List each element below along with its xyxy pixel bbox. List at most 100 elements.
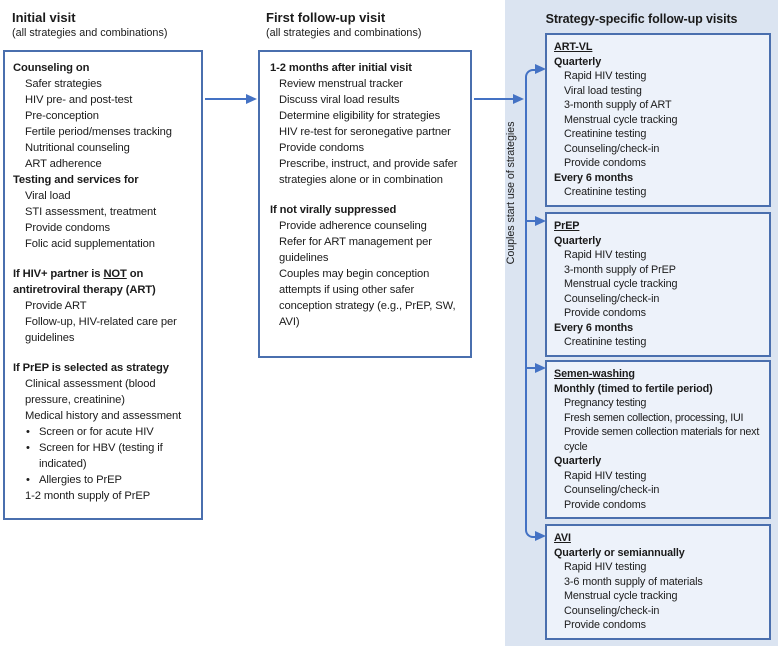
schedule-heading: Every 6 months [554,321,634,334]
list-item: Discuss viral load results [279,94,400,106]
list-item: Follow-up, HIV-related care per guidelin… [25,316,177,344]
bullet-list-item: Allergies to PrEP [13,472,197,488]
list-item: Refer for ART management per guidelines [279,236,432,264]
list-item: Menstrual cycle tracking [564,113,678,126]
list-item: Provide condoms [564,307,646,319]
list-item: Menstrual cycle tracking [564,590,678,602]
list-item: Rapid HIV testing [564,70,647,82]
list-item: 1-2 month supply of PrEP [25,490,151,502]
section-heading: Testing and services for [13,174,139,186]
list-item: Counseling/check-in [564,142,660,155]
section-heading: Counseling on [13,62,90,74]
box-title: Semen-washing [554,368,635,380]
arrowhead-avi-icon [535,531,546,541]
list-item: Provide ART [25,300,87,312]
box-title: ART-VL [554,41,593,53]
list-item: Provide condoms [279,142,364,154]
list-item: Determine eligibility for strategies [279,110,441,122]
bullet-list-item: Screen or for acute HIV [13,424,197,440]
column2-subtitle: (all strategies and combinations) [266,27,422,39]
section-heading: 1-2 months after initial visit [270,62,412,74]
strategy-panel-title: Strategy-specific follow-up visits [545,12,738,26]
list-item: Viral load [25,190,71,202]
section-heading: If HIV+ partner is NOT on antiretroviral… [13,266,197,298]
flow-line-box1-to-box2 [205,98,246,100]
list-item: Couples may begin conception attempts if… [279,268,456,328]
spacer [13,346,197,360]
schedule-heading: Quarterly [554,55,602,68]
list-item: Creatinine testing [564,336,647,348]
first-followup-box: 1-2 months after initial visit Review me… [258,50,472,358]
heading-part: If HIV+ partner is [13,268,104,280]
list-item: Counseling/check-in [564,484,660,496]
list-item: Review menstrual tracker [279,78,403,90]
initial-visit-box: Counseling on Safer strategies HIV pre- … [3,50,203,520]
connector-spine [525,80,527,527]
list-item: HIV re-test for seronegative partner [279,126,451,138]
schedule-heading: Quarterly or semiannually [554,546,685,559]
arrowhead-semen-washing-icon [535,363,546,373]
list-item: Pregnancy testing [564,397,647,409]
schedule-heading: Quarterly [554,234,602,247]
list-item: Provide adherence counseling [279,220,427,232]
list-item: Clinical assessment (blood pressure, cre… [25,378,156,406]
arrowhead-right-icon [246,94,257,104]
list-item: 3-month supply of PrEP [564,263,676,276]
bullet-list-item: Screen for HBV (testing if indicated) [13,440,197,472]
semen-washing-box: Semen-washing Monthly (timed to fertile … [545,360,771,519]
schedule-heading: Quarterly [554,455,602,467]
column1-title: Initial visit [12,10,76,25]
list-item: Menstrual cycle tracking [564,278,678,290]
connector-corner-top [525,69,536,82]
column2-title: First follow-up visit [266,10,386,25]
list-item: Safer strategies [25,78,102,90]
list-item: Counseling/check-in [564,292,660,305]
list-item: Medical history and assessment [25,410,182,422]
list-item: ART adherence [25,158,102,170]
column1-subtitle: (all strategies and combinations) [12,27,168,39]
schedule-heading: Monthly (timed to fertile period) [554,382,713,395]
branch-line-prep [527,220,536,222]
list-item: STI assessment, treatment [25,206,157,218]
box-title: PrEP [554,220,580,232]
list-item: 3-6 month supply of materials [564,575,703,588]
arrowhead-prep-icon [535,216,546,226]
avi-box: AVI Quarterly or semiannually Rapid HIV … [545,524,771,640]
list-item: Provide condoms [564,498,646,511]
list-item: Rapid HIV testing [564,561,647,573]
artvl-box: ART-VL Quarterly Rapid HIV testing Viral… [545,33,771,207]
spacer [270,188,466,202]
branch-line-semen-washing [527,367,536,369]
prep-box: PrEP Quarterly Rapid HIV testing 3-month… [545,212,771,357]
list-item: Provide condoms [564,619,646,631]
list-item: Counseling/check-in [564,604,660,617]
heading-part-underlined: NOT [103,268,127,280]
section-heading: If not virally suppressed [270,204,397,216]
list-item: Prescribe, instruct, and provide safer s… [279,158,458,186]
list-item: Provide condoms [564,157,646,169]
section-heading: If PrEP is selected as strategy [13,362,169,374]
spacer [13,252,197,266]
list-item: Provide semen collection materials for n… [564,426,760,453]
list-item: Rapid HIV testing [564,249,647,261]
list-item: Creatinine testing [564,128,647,140]
flow-line-box2-to-spine [474,98,513,100]
box-title: AVI [554,532,571,544]
list-item: Provide condoms [25,222,110,234]
list-item: 3-month supply of ART [564,99,672,111]
list-item: Fresh semen collection, processing, IUI [564,411,744,424]
connector-label: Couples start use of strategies [505,121,517,265]
list-item: Pre-conception [25,110,99,122]
arrowhead-artvl-icon [535,64,546,74]
list-item: Fertile period/menses tracking [25,126,172,138]
list-item: Rapid HIV testing [564,469,647,482]
heading-part: on antiretroviral therapy (ART) [13,268,156,296]
schedule-heading: Every 6 months [554,171,634,184]
arrowhead-right-icon [513,94,524,104]
list-item: Viral load testing [564,84,642,97]
list-item: Nutritional counseling [25,142,130,154]
list-item: HIV pre- and post-test [25,94,133,106]
list-item: Creatinine testing [564,186,647,198]
connector-corner-bottom [525,525,536,538]
